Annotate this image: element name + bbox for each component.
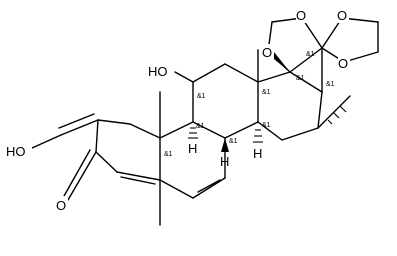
stereo-tag-c11: &1 — [197, 93, 206, 100]
stereo-tag-c10: &1 — [164, 151, 173, 158]
hydroxyl-label-enol: HO — [6, 144, 26, 159]
hydrogen-label-c8: H — [220, 154, 229, 169]
ketone-oxygen-label: O — [56, 198, 66, 213]
atom-labels: HO HO O O O O O H H H — [6, 8, 350, 213]
hydrogen-label-c14: H — [253, 146, 262, 161]
stereo-tag-c13: &1 — [262, 89, 271, 96]
ring-oxygen-label-4: O — [338, 56, 348, 71]
stereo-tag-c20: &1 — [306, 51, 315, 58]
bond-lines — [31, 17, 379, 226]
stereo-tag-c8: &1 — [229, 138, 238, 145]
ring-oxygen-label-1: O — [262, 45, 272, 60]
stereo-tag-c16: &1 — [326, 81, 335, 88]
stereo-tag-c17: &1 — [296, 75, 305, 82]
hydrogen-label-c9: H — [188, 141, 197, 156]
stereo-tags: &1 &1 &1 &1 &1 &1 &1 &1 &1 — [164, 51, 335, 158]
stereo-tag-c14: &1 — [262, 122, 271, 129]
ring-oxygen-label-2: O — [296, 8, 306, 23]
hydroxyl-label-c11: HO — [148, 64, 168, 79]
ring-oxygen-label-3: O — [337, 8, 347, 23]
stereo-tag-c9: &1 — [196, 123, 205, 130]
